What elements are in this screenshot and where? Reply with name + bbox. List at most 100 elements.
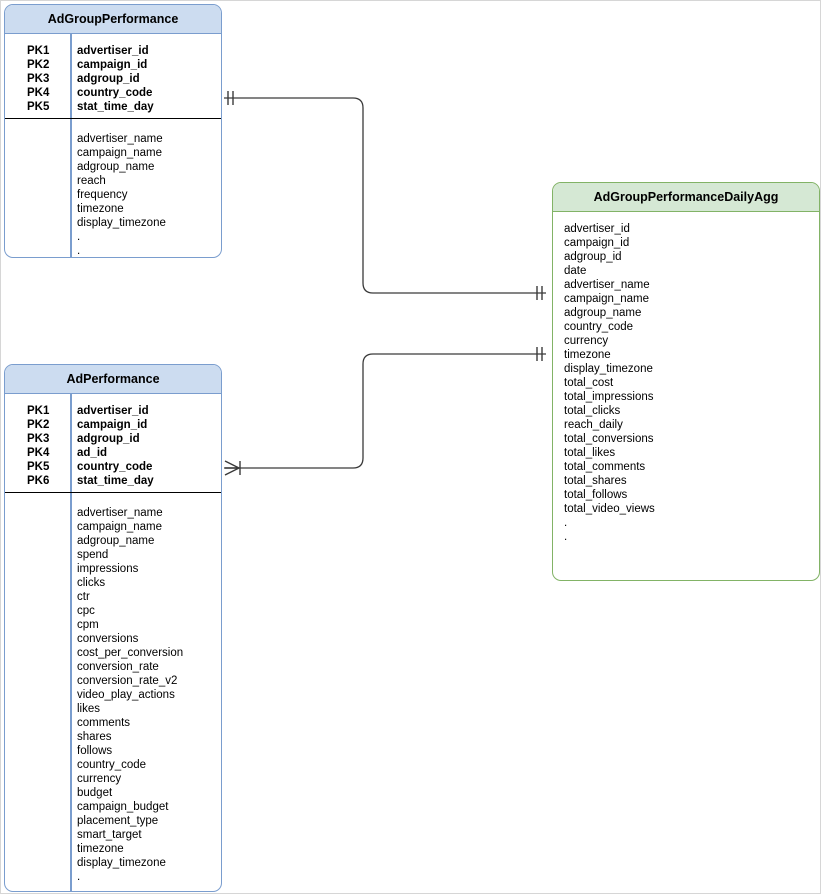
- attribute-row: display_timezone: [77, 217, 166, 229]
- attribute-row: date: [564, 265, 587, 277]
- entity-title-adgroup-performance: AdGroupPerformance: [5, 5, 221, 34]
- attribute-row: total_clicks: [564, 405, 621, 417]
- attribute-row: timezone: [77, 203, 124, 215]
- pk-field: campaign_id: [77, 419, 148, 431]
- primary-key-row: PK6 stat_time_day: [5, 475, 221, 489]
- pk-field: country_code: [77, 87, 153, 99]
- attribute-row: budget: [77, 787, 113, 799]
- primary-key-row: PK3 adgroup_id: [5, 433, 221, 447]
- pk-field: advertiser_id: [77, 45, 149, 57]
- primary-key-row: PK1 advertiser_id: [5, 45, 221, 59]
- pk-label: PK6: [27, 475, 50, 487]
- primary-key-list-ad-performance: PK1 advertiser_id PK2 campaign_id PK3 ad…: [5, 405, 221, 489]
- attribute-row: country_code: [564, 321, 634, 333]
- attribute-row: comments: [77, 717, 131, 729]
- pk-label: PK1: [27, 45, 50, 57]
- attribute-row: total_comments: [564, 461, 646, 473]
- attribute-row: advertiser_name: [564, 279, 650, 291]
- attribute-row: campaign_name: [564, 293, 650, 305]
- pk-field: stat_time_day: [77, 101, 154, 113]
- attribute-row: currency: [77, 773, 122, 785]
- attribute-row: smart_target: [77, 829, 142, 841]
- primary-key-row: PK4 ad_id: [5, 447, 221, 461]
- key-section-divider: [5, 118, 221, 120]
- pk-field: adgroup_id: [77, 433, 140, 445]
- attribute-row: advertiser_name: [77, 507, 163, 519]
- pk-label: PK1: [27, 405, 50, 417]
- attribute-row: currency: [564, 335, 609, 347]
- attribute-row: conversion_rate_v2: [77, 675, 178, 687]
- pk-field: ad_id: [77, 447, 108, 459]
- entity-body-adgroup-performance: PK1 advertiser_id PK2 campaign_id PK3 ad…: [5, 34, 221, 257]
- attribute-row: total_video_views: [564, 503, 655, 515]
- relationship-adgroup-to-agg: [224, 91, 546, 300]
- entity-body-ad-performance: PK1 advertiser_id PK2 campaign_id PK3 ad…: [5, 394, 221, 891]
- attribute-row: campaign_name: [77, 147, 163, 159]
- primary-key-row: PK2 campaign_id: [5, 419, 221, 433]
- attribute-row: video_play_actions: [77, 689, 175, 701]
- attribute-row: conversion_rate: [77, 661, 159, 673]
- entity-title-ad-performance: AdPerformance: [5, 365, 221, 394]
- attribute-row: likes: [77, 703, 101, 715]
- entity-adgroup-performance-daily-agg[interactable]: AdGroupPerformanceDailyAgg advertiser_id…: [552, 182, 820, 581]
- attribute-row: total_shares: [564, 475, 627, 487]
- attribute-row: country_code: [77, 759, 147, 771]
- attribute-row: cost_per_conversion: [77, 647, 184, 659]
- attribute-row: display_timezone: [77, 857, 166, 869]
- pk-label: PK2: [27, 419, 50, 431]
- attribute-row: placement_type: [77, 815, 159, 827]
- primary-key-row: PK2 campaign_id: [5, 59, 221, 73]
- pk-field: campaign_id: [77, 59, 148, 71]
- entity-adgroup-performance[interactable]: AdGroupPerformance PK1 advertiser_id PK2…: [4, 4, 222, 258]
- attribute-row: cpm: [77, 619, 99, 631]
- attribute-row: .: [564, 517, 568, 529]
- attribute-row: total_impressions: [564, 391, 654, 403]
- cardinality-one-and-only-one-left: [227, 91, 234, 105]
- attribute-row: adgroup_id: [564, 251, 622, 263]
- attribute-row: .: [77, 885, 81, 892]
- attribute-row: follows: [77, 745, 113, 757]
- primary-key-row: PK4 country_code: [5, 87, 221, 101]
- attribute-row: .: [77, 245, 81, 257]
- cardinality-many-left: [224, 460, 241, 476]
- pk-label: PK3: [27, 433, 50, 445]
- attribute-row: reach: [77, 175, 106, 187]
- attribute-row: .: [564, 531, 568, 543]
- attribute-row: total_conversions: [564, 433, 654, 445]
- pk-field: advertiser_id: [77, 405, 149, 417]
- attribute-row: adgroup_name: [77, 535, 155, 547]
- attribute-list-adgroup-performance-daily-agg: advertiser_id campaign_id adgroup_id dat…: [553, 223, 819, 545]
- relationship-ad-to-agg: [224, 347, 546, 476]
- pk-label: PK5: [27, 101, 50, 113]
- attribute-row: ctr: [77, 591, 90, 603]
- primary-key-row: PK5 country_code: [5, 461, 221, 475]
- entity-title-adgroup-performance-daily-agg: AdGroupPerformanceDailyAgg: [553, 183, 819, 212]
- cardinality-one-and-only-one-right-bottom: [536, 347, 543, 361]
- attribute-row: total_likes: [564, 447, 616, 459]
- attribute-row: spend: [77, 549, 109, 561]
- entity-ad-performance[interactable]: AdPerformance PK1 advertiser_id PK2 camp…: [4, 364, 222, 892]
- key-section-divider: [5, 492, 221, 494]
- attribute-row: frequency: [77, 189, 128, 201]
- attribute-row: adgroup_name: [77, 161, 155, 173]
- attribute-row: impressions: [77, 563, 139, 575]
- attribute-row: adgroup_name: [564, 307, 642, 319]
- pk-label: PK4: [27, 87, 50, 99]
- attribute-row: cpc: [77, 605, 95, 617]
- attribute-row: .: [77, 231, 81, 243]
- pk-field: country_code: [77, 461, 153, 473]
- attribute-row: timezone: [564, 349, 611, 361]
- attribute-row: .: [77, 871, 81, 883]
- attribute-list-adgroup-performance: advertiser_name campaign_name adgroup_na…: [70, 133, 221, 257]
- attribute-row: timezone: [77, 843, 124, 855]
- attribute-row: advertiser_id: [564, 223, 630, 235]
- attribute-row: campaign_id: [564, 237, 630, 249]
- pk-column-divider: [70, 34, 72, 257]
- attribute-row: total_cost: [564, 377, 614, 389]
- primary-key-row: PK3 adgroup_id: [5, 73, 221, 87]
- attribute-row: campaign_name: [77, 521, 163, 533]
- entity-body-adgroup-performance-daily-agg: advertiser_id campaign_id adgroup_id dat…: [553, 212, 819, 580]
- attribute-row: shares: [77, 731, 112, 743]
- pk-field: adgroup_id: [77, 73, 140, 85]
